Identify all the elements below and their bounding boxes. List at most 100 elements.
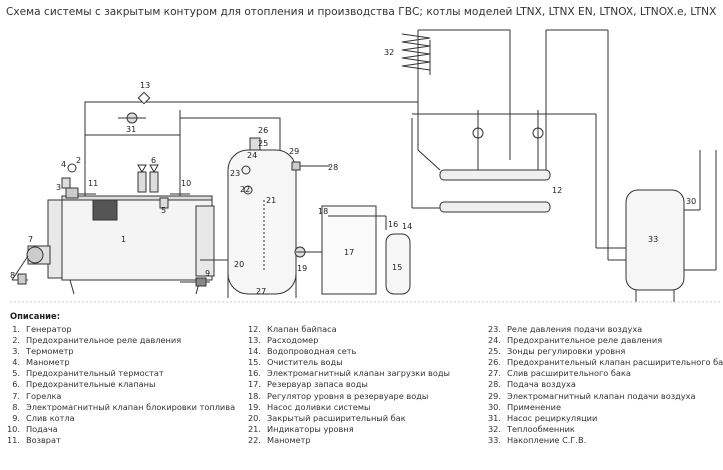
water-reservoir [321, 205, 387, 295]
callout-17: 17 [344, 248, 354, 257]
legend-item-number: 32. [487, 423, 501, 434]
callout-27: 27 [256, 287, 266, 296]
callout-31: 31 [126, 125, 136, 134]
callout-14: 14 [402, 222, 412, 231]
legend-item-number: 21. [247, 423, 261, 434]
legend-item-text: Накопление С.Г.В. [507, 434, 587, 445]
callout-1: 1 [121, 235, 126, 244]
legend-item-text: Предохранительный термостат [26, 368, 164, 379]
legend-item: 14.Водопроводная сеть [243, 346, 450, 357]
legend-item-number: 13. [247, 335, 261, 346]
legend-item-text: Применение [507, 401, 561, 412]
legend-item-number: 9. [12, 412, 20, 423]
callout-4: 4 [61, 160, 66, 169]
legend-item-number: 3. [12, 346, 20, 357]
legend-item: 11. Возврат [2, 435, 235, 446]
legend-item-number: 18. [247, 390, 261, 401]
legend-item-text: Расходомер [267, 335, 319, 346]
legend-item: 32. Теплообменник [483, 424, 723, 435]
callout-11: 11 [88, 179, 98, 188]
callout-6: 6 [151, 156, 156, 165]
boiler-generator [47, 195, 215, 295]
callout-9: 9 [205, 269, 210, 278]
legend-item-text: Манометр [26, 357, 70, 368]
legend-item-number: 20. [247, 412, 261, 423]
callout-18: 18 [318, 207, 328, 216]
callout-29: 29 [289, 147, 299, 156]
legend-item-text: Очиститель воды [267, 357, 343, 368]
callout-21: 21 [266, 196, 276, 205]
page-title: Схема системы с закрытым контуром для от… [6, 6, 718, 18]
callout-5: 5 [161, 206, 166, 215]
callout-7: 7 [28, 235, 33, 244]
legend-item-text: Закрытый расширительный бак [267, 412, 406, 423]
legend-item-text: Слив расширительного бака [507, 368, 631, 379]
legend-item: 4. Манометр [2, 357, 235, 368]
legend-item-text: Реле давления подачи воздуха [507, 324, 643, 334]
legend-item: 7. Горелка [2, 391, 235, 402]
legend-item-text: Электромагнитный клапан загрузки воды [267, 368, 451, 379]
legend-item-number: 17. [247, 379, 261, 390]
burner [11, 245, 51, 281]
expansion-tank [227, 137, 297, 298]
safety-valves [137, 164, 159, 193]
legend-item-number: 22. [247, 434, 261, 445]
legend-item-text: Горелка [26, 390, 62, 401]
legend-item: 24.Предохранительное реле давления [483, 335, 723, 346]
boiler-gauges [61, 163, 79, 199]
legend-item: 18.Регулятор уровня в резервуаре воды [243, 391, 450, 402]
legend-item: 26.Предохранительный клапан расширительн… [483, 357, 723, 368]
legend-item-text: Предохранительные клапаны [26, 379, 156, 390]
legend-item: 2.Предохранительное реле давления [2, 335, 235, 346]
legend-item: 3.Термометр [2, 346, 235, 357]
callout-8: 8 [10, 271, 15, 280]
legend-item: 25. Зонды регулировки уровня [483, 346, 723, 357]
legend-item-text: Слив котла [26, 412, 75, 423]
legend-item-text: Индикаторы уровня [267, 423, 354, 434]
legend-item: 28. Подача воздуха [483, 379, 723, 390]
legend-item-number: 4. [12, 357, 20, 368]
callout-32: 32 [384, 48, 394, 57]
callout-12: 12 [552, 186, 562, 195]
legend-item-number: 5. [12, 368, 20, 379]
legend-item-number: 28. [487, 379, 501, 390]
legend-item-number: 25. [487, 346, 501, 357]
legend-item-number: 26. [487, 357, 501, 368]
legend-item: 16. Электромагнитный клапан загрузки воды [243, 368, 450, 379]
legend-item-text: Насос рециркуляции [507, 412, 598, 423]
legend-item-text: Электромагнитный клапан блокировки топли… [26, 401, 236, 412]
callout-30: 30 [686, 197, 696, 206]
callout-10: 10 [181, 179, 191, 188]
water-purifier [385, 233, 411, 295]
legend-item: 20. Закрытый расширительный бак [243, 413, 450, 424]
legend-item: 17.Резервуар запаса воды [243, 379, 450, 390]
legend-item: 22. Манометр [243, 435, 450, 446]
callout-16: 16 [388, 220, 398, 229]
safety-thermostat [159, 197, 169, 209]
heat-exchanger-coil [401, 33, 431, 71]
callout-28: 28 [328, 163, 338, 172]
legend-item: 10.Подача [2, 424, 235, 435]
heating-system-diagram: 1 2 3 4 5 6 7 8 9 10 11 12 13 14 15 16 1… [10, 29, 720, 303]
callout-25: 25 [258, 139, 268, 148]
legend-item-text: Подача воздуха [507, 379, 576, 390]
legend-item-text: Зонды регулировки уровня [507, 346, 626, 357]
legend-item: 9. Слив котла [2, 413, 235, 424]
legend-item-number: 30. [487, 401, 501, 412]
legend-item-number: 33. [487, 434, 501, 445]
legend-item-number: 2. [12, 335, 20, 346]
boiler-drain [180, 277, 210, 287]
legend-item-number: 16. [247, 368, 261, 379]
legend-item-text: Возврат [26, 434, 61, 445]
legend-item-text: Теплообменник [507, 423, 575, 434]
legend-item: 1.Генератор [2, 324, 235, 335]
fill-pump [294, 246, 322, 258]
legend-item-number: 29. [487, 390, 501, 401]
legend-item-text: Манометр [267, 434, 311, 445]
legend-item-number: 7. [12, 390, 20, 401]
legend-item: 13. Расходомер [243, 335, 450, 346]
legend-item-number: 11. [6, 434, 20, 445]
